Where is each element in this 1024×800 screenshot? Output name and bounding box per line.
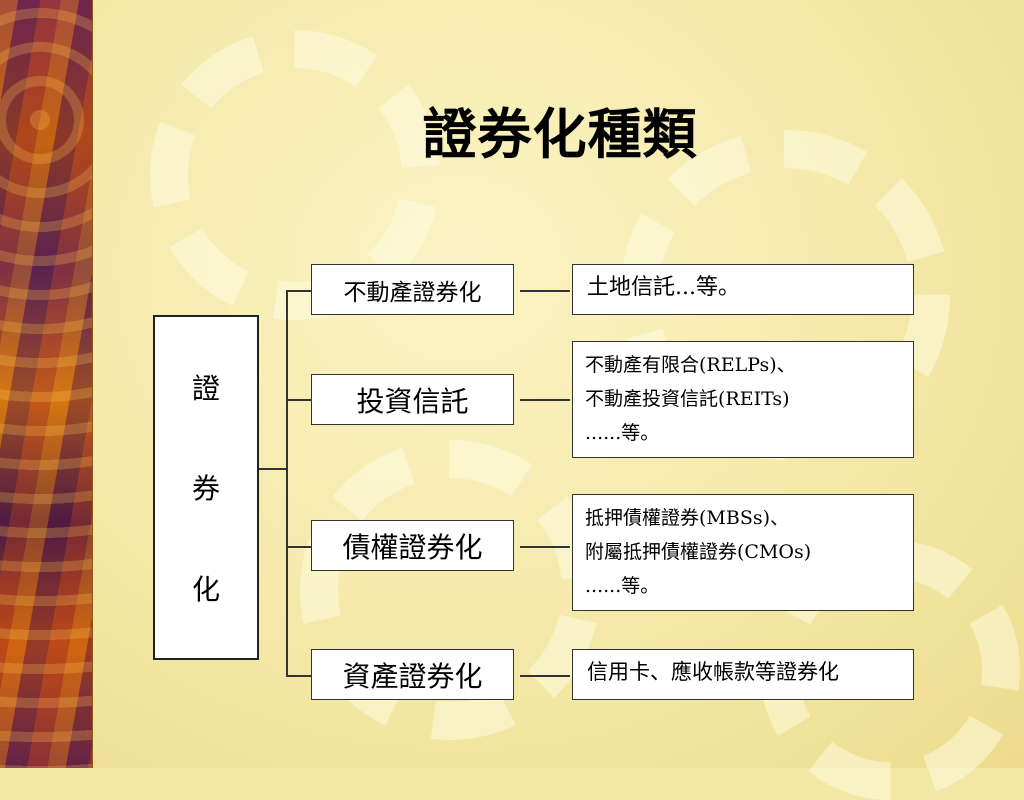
category-node-asset: 資產證券化 (311, 649, 514, 700)
connector-branch-2 (286, 399, 311, 401)
example-line: ......等。 (585, 422, 660, 444)
connector-branch-1 (286, 290, 311, 292)
connector-trunk (286, 290, 288, 675)
root-char: 證 (191, 372, 220, 406)
category-node-debt: 債權證券化 (311, 520, 514, 571)
example-line: 信用卡、應收帳款等證券化 (587, 660, 839, 684)
connector-root-h (259, 468, 287, 470)
connector-example-2 (520, 399, 570, 401)
example-box-real-estate: 土地信託...等。 (572, 264, 914, 315)
root-node: 證 券 化 (153, 315, 259, 660)
connector-branch-3 (286, 546, 311, 548)
connector-example-1 (520, 290, 570, 292)
example-line: 附屬抵押債權證券(CMOs) (585, 541, 812, 563)
example-box-asset: 信用卡、應收帳款等證券化 (572, 649, 914, 700)
root-char: 化 (191, 572, 220, 606)
example-box-investment-trust: 不動產有限合(RELPs)、 不動產投資信託(REITs) ......等。 (572, 341, 914, 458)
category-label: 投資信託 (356, 384, 469, 418)
slide-title: 證券化種類 (422, 102, 698, 166)
connector-example-4 (520, 675, 570, 677)
connector-branch-4 (286, 675, 311, 677)
category-label: 資產證券化 (342, 659, 483, 693)
category-node-real-estate: 不動產證券化 (311, 264, 514, 315)
category-label: 債權證券化 (342, 530, 483, 564)
example-line: 不動產投資信託(REITs) (585, 388, 790, 410)
example-box-debt: 抵押債權證券(MBSs)、 附屬抵押債權證券(CMOs) ......等。 (572, 494, 914, 611)
connector-example-3 (520, 546, 570, 548)
root-char: 券 (191, 472, 220, 506)
example-line: 不動產有限合(RELPs)、 (585, 354, 796, 376)
decorative-side-strip (0, 0, 93, 768)
category-label: 不動產證券化 (343, 279, 482, 306)
example-line: ......等。 (585, 575, 660, 597)
example-line: 抵押債權證券(MBSs)、 (585, 507, 790, 529)
category-node-investment-trust: 投資信託 (311, 374, 514, 425)
example-line: 土地信託...等。 (587, 275, 740, 300)
